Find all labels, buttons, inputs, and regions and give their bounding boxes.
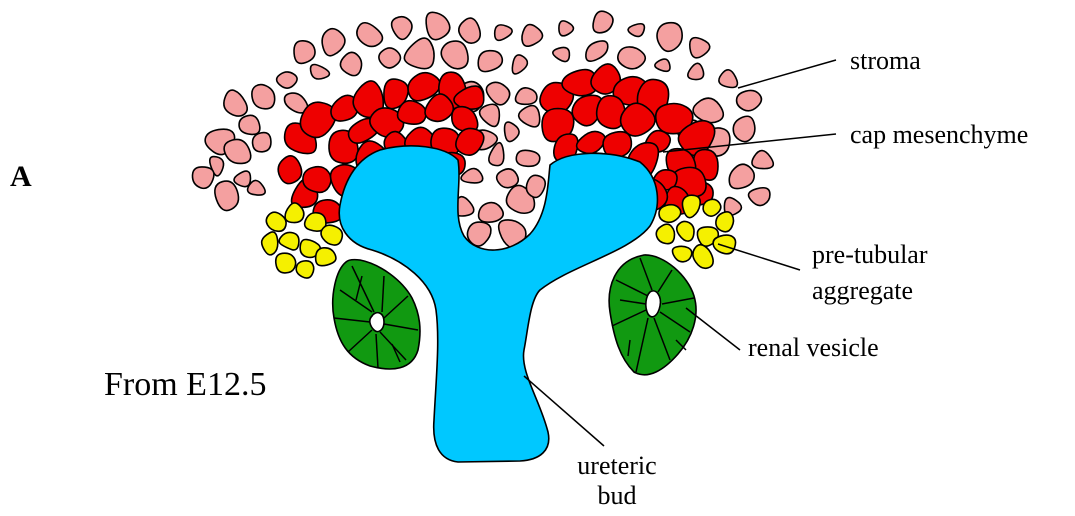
pretubular-cell (682, 195, 700, 217)
pretubular-cell (659, 205, 681, 223)
stroma-cell (252, 85, 275, 109)
stroma-cell (559, 21, 574, 36)
stroma-leader-line (738, 60, 836, 88)
stroma-cell (239, 115, 260, 134)
stroma-cell (729, 164, 754, 188)
stroma-cell (737, 90, 762, 110)
renal-vesicle-leader-line (686, 308, 740, 350)
stroma-cell (224, 90, 247, 116)
renal-vesicle-label: renal vesicle (748, 333, 879, 362)
vesicle-lumen (646, 291, 661, 317)
pretubular-label-line2: aggregate (812, 276, 913, 305)
stroma-cell (277, 72, 297, 88)
cap-mesenchyme-cell (456, 128, 484, 155)
stroma-cell (522, 25, 543, 47)
stroma-cell (719, 70, 738, 88)
stroma-cell (733, 116, 755, 141)
pretubular-cell (656, 224, 674, 243)
pretubular-cell (677, 221, 694, 241)
stroma-cell (426, 12, 450, 39)
stroma-cell (322, 29, 345, 56)
pretubular-cell (276, 253, 296, 273)
stroma-cell (515, 88, 536, 105)
stroma-cell (688, 63, 704, 79)
cap-mesenchyme-label: cap mesenchyme (850, 120, 1028, 149)
stroma-cell (357, 23, 383, 47)
panel-letter: A (10, 160, 32, 193)
stroma-cell (234, 171, 251, 187)
stroma-label: stroma (850, 46, 921, 75)
stroma-cell (657, 23, 682, 52)
pretubular-cell (693, 245, 713, 269)
stroma-cell (478, 51, 502, 72)
stroma-cell (693, 98, 723, 123)
pretubular-cell (285, 203, 304, 223)
pretubular-cell (321, 225, 342, 245)
stroma-cell (519, 106, 540, 127)
stroma-cell (294, 41, 315, 64)
pretubular-cell (279, 232, 299, 250)
stroma-cell (459, 18, 480, 43)
pretubular-label-line1: pre-tubular (812, 240, 928, 269)
stroma-cell (752, 151, 773, 169)
pretubular-leader-line (718, 244, 800, 270)
pretubular-cell (713, 235, 735, 254)
stroma-cell (512, 55, 527, 74)
stroma-cell (404, 38, 434, 69)
cap-mesenchyme-cell (278, 156, 301, 184)
stroma-cell (586, 41, 608, 61)
stroma-cell (655, 59, 670, 71)
stroma-cell (486, 82, 509, 104)
cap-mesenchyme-cell (300, 102, 335, 137)
stroma-cell (505, 122, 520, 142)
stroma-cell (248, 180, 266, 195)
stroma-cell (311, 64, 330, 78)
renal-vesicle-right (609, 255, 696, 375)
stroma-cell (495, 25, 512, 40)
pretubular-cell (703, 199, 721, 216)
stroma-cell (553, 47, 570, 61)
ureteric-bud-label-line2: bud (598, 481, 637, 510)
stroma-cell (526, 175, 545, 197)
stroma-cell (379, 48, 401, 68)
stroma-cell (253, 133, 271, 152)
stroma-cell (392, 17, 412, 40)
stroma-cell (480, 104, 500, 126)
cap-mesenchyme-cell (398, 101, 427, 124)
pretubular-cell (266, 212, 286, 231)
stroma-cell (618, 47, 645, 69)
vesicle-lumen (370, 313, 384, 332)
ureteric-bud-label-line1: ureteric (577, 451, 656, 480)
stroma-cell (479, 203, 504, 223)
pretubular-cell (296, 261, 314, 278)
stroma-cell (340, 52, 361, 75)
stroma-cell (690, 38, 710, 58)
stroma-cell (749, 188, 770, 206)
stroma-cell (516, 150, 540, 166)
pretubular-cell (262, 232, 278, 255)
cap-mesenchyme-cell (303, 167, 331, 193)
stroma-cell (593, 11, 613, 33)
pretubular-cell (316, 248, 336, 266)
stroma-cell (441, 41, 468, 69)
renal-vesicle-left (333, 260, 420, 369)
stroma-cell (497, 169, 519, 188)
cap-mesenchyme-cell (577, 131, 606, 153)
stage-label: From E12.5 (104, 366, 266, 403)
pretubular-cell (672, 246, 691, 261)
stroma-cell (628, 24, 644, 37)
stroma-cell (215, 181, 239, 210)
stroma-cell (224, 139, 251, 163)
stroma-cell (192, 167, 213, 188)
pretubular-cell (716, 212, 734, 232)
